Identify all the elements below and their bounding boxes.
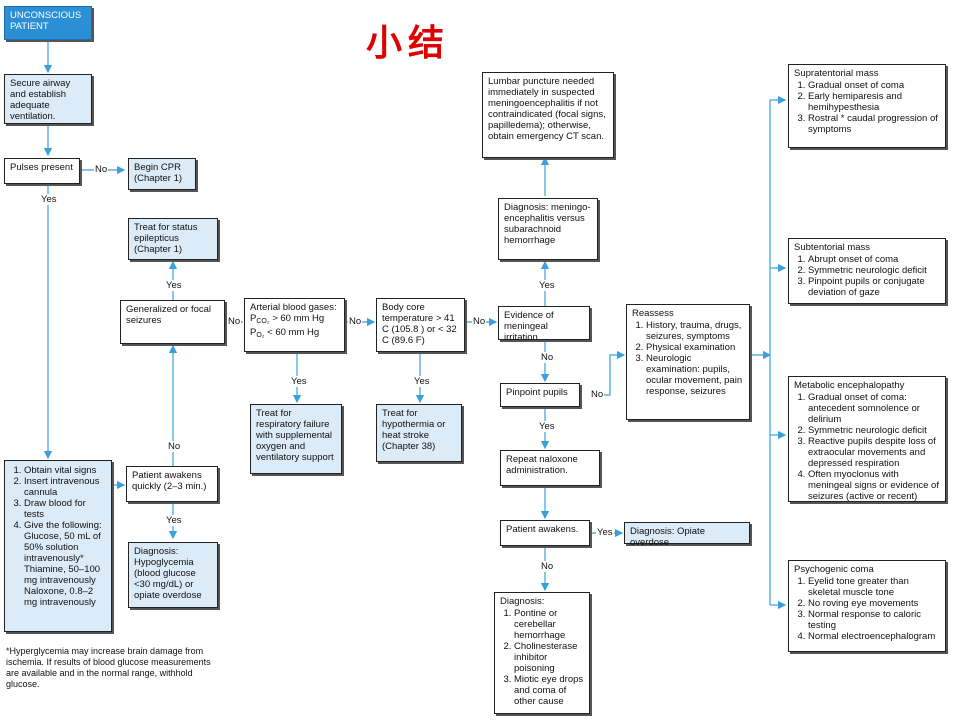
core-temperature-box: Body core temperature > 41 C (105.8 ) or… (376, 298, 465, 352)
metabolic-item: Reactive pupils despite loss of extraocu… (808, 436, 940, 469)
status-epilepticus-box: Treat for status epilepticus (Chapter 1) (128, 218, 218, 260)
edge-label-yes: Yes (596, 527, 614, 538)
psychogenic-coma-box: Psychogenic coma Eyelid tone greater tha… (788, 560, 946, 652)
vitals-step: Obtain vital signs (24, 465, 106, 476)
reassess-title: Reassess (632, 308, 674, 319)
vitals-step: Give the following: Glucose, 50 mL of 50… (24, 520, 106, 608)
edge-label-no: No (590, 389, 605, 400)
pontine-dx-item: Cholinesterase inhibitor poisoning (514, 641, 584, 674)
subtentorial-item: Pinpoint pupils or conjugate deviation o… (808, 276, 940, 298)
meningeal-irritation-box: Evidence of meningeal irritation (498, 306, 590, 343)
psychogenic-item: No roving eye movements (808, 598, 940, 609)
pontine-dx-box: Diagnosis: Pontine or cerebellar hemorrh… (494, 592, 590, 714)
supratentorial-box: Supratentorial mass Gradual onset of com… (788, 64, 946, 148)
psychogenic-item: Normal response to caloric testing (808, 609, 940, 631)
edge-label-no: No (227, 316, 242, 327)
edge-label-yes: Yes (413, 376, 431, 387)
edge-label-no: No (540, 352, 555, 363)
metabolic-encephalopathy-box: Metabolic encephalopathy Gradual onset o… (788, 376, 946, 502)
patient-awakens-box: Patient awakens. (500, 520, 590, 546)
edge-label-yes: Yes (40, 194, 58, 205)
psychogenic-title: Psychogenic coma (794, 564, 874, 575)
lumbar-puncture-box: Lumbar puncture needed immediately in su… (482, 72, 614, 158)
abg-pco2: PCO₂ > 60 mm Hg (250, 313, 325, 325)
reassess-item: Physical examination (646, 342, 744, 353)
hypoglycemia-dx-box: Diagnosis: Hypoglycemia (blood glucose <… (128, 542, 218, 608)
reassess-box: Reassess History, trauma, drugs, seizure… (626, 304, 750, 420)
begin-cpr-box: Begin CPR (Chapter 1) (128, 158, 196, 190)
edge-label-no: No (348, 316, 363, 327)
vitals-step: Insert intravenous cannula (24, 476, 106, 498)
unconscious-patient-box: UNCONSCIOUS PATIENT (4, 6, 92, 40)
opiate-overdose-box: Diagnosis: Opiate overdose (624, 522, 750, 548)
vital-signs-box: Obtain vital signs Insert intravenous ca… (4, 460, 112, 632)
supratentorial-title: Supratentorial mass (794, 68, 879, 79)
edge-label-no: No (540, 561, 555, 572)
edge-label-yes: Yes (290, 376, 308, 387)
awakens-quickly-box: Patient awakens quickly (2–3 min.) (126, 466, 218, 502)
psychogenic-item: Eyelid tone greater than skeletal muscle… (808, 576, 940, 598)
edge-label-no: No (167, 441, 182, 452)
pinpoint-pupils-box: Pinpoint pupils (500, 383, 580, 407)
supratentorial-item: Early hemiparesis and hemihypesthesia (808, 91, 940, 113)
arterial-blood-gases-box: Arterial blood gases: PCO₂ > 60 mm Hg PO… (244, 298, 345, 352)
subtentorial-item: Symmetric neurologic deficit (808, 265, 940, 276)
pontine-dx-title: Diagnosis: (500, 596, 545, 607)
metabolic-title: Metabolic encephalopathy (794, 380, 905, 391)
abg-title: Arterial blood gases: (250, 302, 337, 313)
subtentorial-title: Subtentorial mass (794, 242, 871, 253)
pontine-dx-item: Miotic eye drops and coma of other cause (514, 674, 584, 707)
reassess-item: History, trauma, drugs, seizures, sympto… (646, 320, 744, 342)
edge-label-no: No (94, 164, 109, 175)
edge-label-no: No (472, 316, 487, 327)
secure-airway-box: Secure airway and establish adequate ven… (4, 74, 92, 124)
subtentorial-item: Abrupt onset of coma (808, 254, 940, 265)
abg-po2: PO₂ < 60 mm Hg (250, 327, 320, 339)
footnote: *Hyperglycemia may increase brain damage… (6, 646, 211, 689)
seizures-box: Generalized or focal seizures (120, 300, 225, 344)
vitals-step: Draw blood for tests (24, 498, 106, 520)
metabolic-item: Often myoclonus with meningeal signs or … (808, 469, 940, 502)
supratentorial-item: Rostral * caudal progression of symptoms (808, 113, 940, 135)
hypothermia-box: Treat for hypothermia or heat stroke (Ch… (376, 404, 462, 462)
metabolic-item: Gradual onset of coma: antecedent somnol… (808, 392, 940, 425)
edge-label-yes: Yes (165, 280, 183, 291)
pontine-dx-item: Pontine or cerebellar hemorrhage (514, 608, 584, 641)
pulses-present-box: Pulses present (4, 158, 80, 184)
meningoencephalitis-dx-box: Diagnosis: meningo-encephalitis versus s… (498, 198, 598, 260)
subtentorial-box: Subtentorial mass Abrupt onset of coma S… (788, 238, 946, 304)
repeat-naloxone-box: Repeat naloxone administration. (500, 450, 600, 486)
edge-label-yes: Yes (165, 515, 183, 526)
respiratory-failure-box: Treat for respiratory failure with suppl… (250, 404, 342, 474)
edge-label-yes: Yes (538, 421, 556, 432)
metabolic-item: Symmetric neurologic deficit (808, 425, 940, 436)
slide-title: 小结 (366, 22, 451, 64)
supratentorial-item: Gradual onset of coma (808, 80, 940, 91)
psychogenic-item: Normal electroencephalogram (808, 631, 940, 642)
reassess-item: Neurologic examination: pupils, ocular m… (646, 353, 744, 397)
edge-label-yes: Yes (538, 280, 556, 291)
